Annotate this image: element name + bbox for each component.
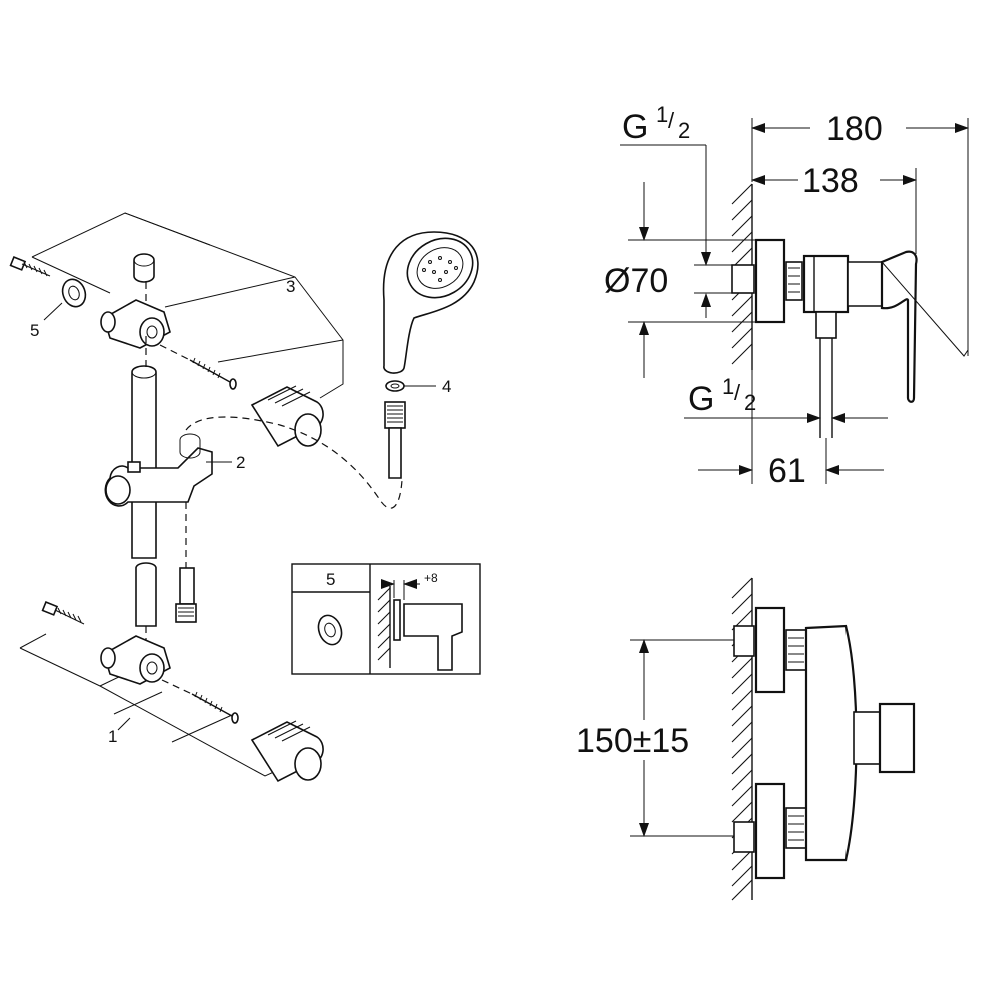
svg-text:/: / <box>734 380 741 405</box>
svg-text:2: 2 <box>744 390 756 415</box>
hose-adapter <box>175 502 197 623</box>
inset-washer <box>317 614 343 646</box>
side-view: 180 138 G 1 / 2 Ø70 G 1 / 2 <box>604 102 969 490</box>
part-label-4: 4 <box>442 377 451 396</box>
dim-thread-top: G 1 / 2 <box>622 102 690 146</box>
upper-screw <box>9 256 51 277</box>
dim-body-length: 138 <box>802 162 859 200</box>
part-label-5: 5 <box>30 321 39 340</box>
svg-text:G: G <box>622 108 648 146</box>
dim-flange-diameter: Ø70 <box>604 262 668 300</box>
inset-offset-label: +8 <box>424 571 438 585</box>
lower-wall-holder <box>100 635 171 685</box>
part-label-2: 2 <box>236 453 245 472</box>
svg-text:G: G <box>688 380 714 418</box>
upper-wall-holder <box>100 299 171 349</box>
exploded-view: 3 5 4 2 1 <box>9 212 479 783</box>
upper-bracket-outline <box>31 212 344 399</box>
washer-part-5 <box>61 278 87 308</box>
front-view: 150±15 <box>576 577 916 901</box>
detail-inset: 5 +8 <box>291 563 481 675</box>
part-label-1: 1 <box>108 727 117 746</box>
lower-long-screw <box>161 679 239 724</box>
top-cap <box>133 253 155 320</box>
hose-path <box>185 416 403 509</box>
lower-screw <box>41 601 85 625</box>
upper-cover <box>250 385 324 448</box>
dim-overall-length: 180 <box>826 110 883 148</box>
hand-shower <box>382 231 479 374</box>
shower-rail <box>131 336 157 650</box>
upper-long-screw <box>159 344 237 390</box>
dim-outlet-offset: 61 <box>768 452 806 490</box>
slider-part-2 <box>104 433 213 507</box>
dim-thread-bottom: G 1 / 2 <box>688 374 756 418</box>
shower-hose <box>384 401 406 479</box>
svg-text:/: / <box>668 108 675 133</box>
svg-text:2: 2 <box>678 118 690 143</box>
inset-part-number: 5 <box>326 570 335 589</box>
svg-text:1: 1 <box>722 374 734 399</box>
dim-center-distance: 150±15 <box>576 722 689 760</box>
svg-text:1: 1 <box>656 102 668 127</box>
seal-part-4 <box>385 380 436 392</box>
part-label-3: 3 <box>286 277 295 296</box>
lower-cover <box>250 720 324 783</box>
